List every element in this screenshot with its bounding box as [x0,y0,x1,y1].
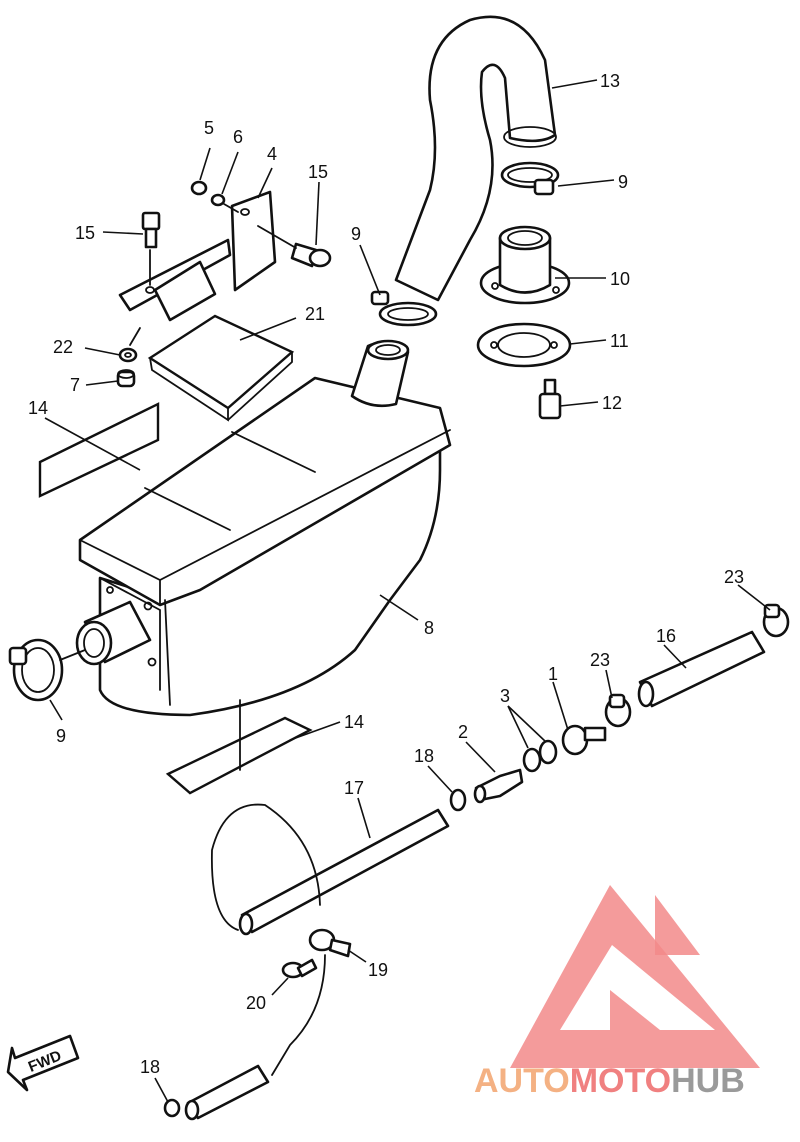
clip-18-lower [163,1098,181,1118]
callout-15-right: 15 [308,162,328,182]
bolt-12 [538,378,562,420]
callout-18-lower: 18 [140,1057,160,1077]
callout-18-upper: 18 [414,746,434,766]
bolt-15-right [257,225,332,268]
clip-18-upper [449,788,467,812]
washer-3a [538,739,558,765]
callout-2: 2 [458,722,468,742]
callout-4: 4 [267,144,277,164]
screw-20 [281,958,318,979]
callout-labels: 5 6 4 15 15 22 7 21 14 13 9 9 10 11 12 8… [28,71,744,1077]
oil-tank [75,339,452,717]
callout-14-upper: 14 [28,398,48,418]
nut-5 [190,180,208,196]
watermark-moto: MOTO [570,1062,671,1100]
callout-3: 3 [500,686,510,706]
watermark-logo: AUTOMOTOHUB [474,885,760,1100]
hose-clamp-9-mid [370,290,438,327]
callout-22: 22 [53,337,73,357]
callout-23-mid: 23 [590,650,610,670]
pipe-16 [637,630,766,708]
clamp-23-right [762,603,790,638]
gasket-11 [476,322,572,368]
callout-9-top: 9 [618,172,628,192]
fitting-19 [308,928,352,958]
callout-8: 8 [424,618,434,638]
watermark-inner [655,895,700,955]
bolt-15-left [141,211,161,286]
fitting-10 [479,225,571,305]
pad-14-lower [165,699,313,795]
callout-21: 21 [305,304,325,324]
clamp-23-mid [604,693,632,728]
callout-5: 5 [204,118,214,138]
hose-bottom [184,1064,270,1121]
joint-2 [473,768,524,804]
callout-9-mid: 9 [351,224,361,244]
pad-21 [147,314,295,422]
callout-23-right: 23 [724,567,744,587]
callout-12: 12 [602,393,622,413]
callout-9-left: 9 [56,726,66,746]
callout-17: 17 [344,778,364,798]
bracket-4 [118,190,277,322]
svg-text:AUTOMOTOHUB: AUTOMOTOHUB [474,1062,745,1100]
hose-clamp-9-left [8,638,86,702]
callout-14-lower: 14 [344,712,364,732]
pad-14-upper [38,402,160,498]
callout-1: 1 [548,664,558,684]
watermark-auto: AUTO [474,1062,570,1100]
callout-19: 19 [368,960,388,980]
callout-20: 20 [246,993,266,1013]
callout-13: 13 [600,71,620,91]
callout-6: 6 [233,127,243,147]
washer-22 [118,327,141,363]
callout-10: 10 [610,269,630,289]
callout-7: 7 [70,375,80,395]
washer-6 [210,193,239,213]
fwd-arrow: FWD [6,1034,80,1092]
washer-3b [522,747,542,773]
hose-clamp-9-top [500,161,560,196]
pipe-17 [238,808,450,936]
watermark-hub: HUB [671,1062,745,1100]
hose-13 [394,15,557,302]
callout-15-left: 15 [75,223,95,243]
watermark-mark [510,885,760,1068]
callout-16: 16 [656,626,676,646]
union-bolt-1 [561,724,607,756]
leader-lines [44,79,771,1103]
callout-11: 11 [610,331,629,351]
collar-7 [116,369,136,388]
